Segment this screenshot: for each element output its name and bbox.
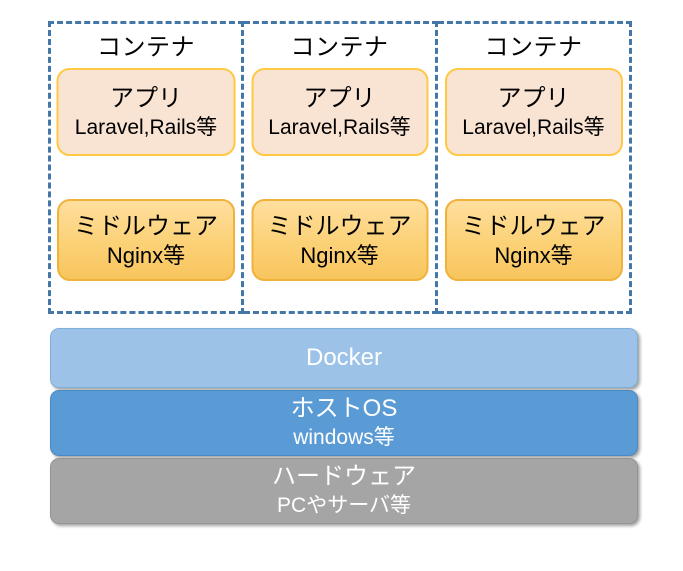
middleware-box-1-label: ミドルウェア <box>74 213 218 240</box>
container-title-2: コンテナ <box>290 34 389 61</box>
host-os-layer-bar: ホストOS windows等 <box>50 390 638 456</box>
middleware-box-3-sublabel: Nginx等 <box>494 243 573 268</box>
hardware-layer-bar: ハードウェア PCやサーバ等 <box>50 458 638 524</box>
app-box-1-label: アプリ <box>110 85 182 112</box>
host-os-layer-label: ホストOS <box>290 395 398 422</box>
middleware-box-3: ミドルウェア Nginx等 <box>444 199 623 281</box>
app-box-2-sublabel: Laravel,Rails等 <box>268 116 411 139</box>
app-box-3-label: アプリ <box>497 85 570 112</box>
middleware-box-2: ミドルウェア Nginx等 <box>251 199 428 281</box>
app-box-2-label: アプリ <box>303 85 376 112</box>
app-box-3-sublabel: Laravel,Rails等 <box>462 116 605 139</box>
container-title-3: コンテナ <box>484 34 583 61</box>
container-title-1: コンテナ <box>97 34 195 61</box>
middleware-box-1: ミドルウェア Nginx等 <box>57 199 235 281</box>
middleware-box-3-label: ミドルウェア <box>461 213 606 240</box>
container-box-1: コンテナ アプリ Laravel,Rails等 ミドルウェア Nginx等 <box>48 21 244 314</box>
host-os-layer-sublabel: windows等 <box>293 426 395 449</box>
app-box-2: アプリ Laravel,Rails等 <box>251 68 428 156</box>
app-box-3: アプリ Laravel,Rails等 <box>444 68 623 156</box>
docker-layer-label: Docker <box>305 344 383 371</box>
container-box-2: コンテナ アプリ Laravel,Rails等 ミドルウェア Nginx等 <box>244 21 438 314</box>
hardware-layer-sublabel: PCやサーバ等 <box>277 494 411 517</box>
app-box-1-sublabel: Laravel,Rails等 <box>74 116 218 139</box>
docker-layer-bar: Docker <box>50 328 638 388</box>
middleware-box-2-label: ミドルウェア <box>267 213 412 240</box>
middleware-box-1-sublabel: Nginx等 <box>106 243 186 268</box>
hardware-layer-label: ハードウェア <box>272 463 416 490</box>
container-box-3: コンテナ アプリ Laravel,Rails等 ミドルウェア Nginx等 <box>438 21 632 314</box>
container-region: コンテナ アプリ Laravel,Rails等 ミドルウェア Nginx等 コン… <box>48 21 632 314</box>
app-box-1: アプリ Laravel,Rails等 <box>56 68 236 156</box>
middleware-box-2-sublabel: Nginx等 <box>300 243 379 268</box>
